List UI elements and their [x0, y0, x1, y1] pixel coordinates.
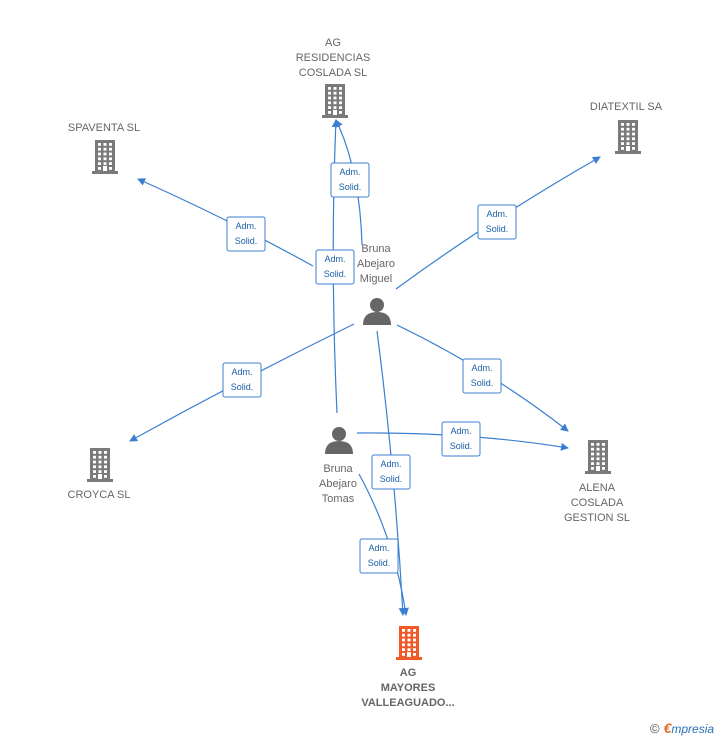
person-icon — [363, 298, 391, 325]
building-icon — [92, 140, 118, 174]
empresia-logo-initial: € — [663, 720, 672, 736]
edge-label-line: Adm. — [380, 459, 401, 469]
node-label: ALENA — [579, 482, 616, 494]
node-label: GESTION SL — [564, 512, 630, 524]
node-label: Abejaro — [357, 258, 395, 270]
node-alena[interactable]: ALENA COSLADA GESTION SL — [564, 440, 630, 524]
edge-label-line: Solid. — [486, 224, 509, 234]
edge-label-adm-solid[interactable]: Adm. Solid. — [330, 162, 370, 198]
node-spaventa[interactable]: SPAVENTA SL — [68, 122, 140, 174]
edge-label-adm-solid[interactable]: Adm. Solid. — [477, 204, 517, 240]
edge-label-line: Solid. — [339, 182, 362, 192]
edge-label-adm-solid[interactable]: Adm. Solid. — [441, 421, 481, 457]
edge-label-line: Adm. — [471, 363, 492, 373]
edge-label-line: Solid. — [450, 441, 473, 451]
node-ag-mayores[interactable]: AG MAYORES VALLEAGUADO... — [361, 626, 455, 709]
edge-label-line: Solid. — [324, 269, 347, 279]
building-icon — [322, 84, 348, 118]
building-icon — [615, 120, 641, 154]
edge-label-line: Solid. — [235, 236, 258, 246]
edge-label-box — [359, 538, 399, 574]
edge-label-adm-solid[interactable]: Adm. Solid. — [315, 249, 355, 285]
edge-label-adm-solid[interactable]: Adm. Solid. — [222, 362, 262, 398]
node-label: VALLEAGUADO... — [361, 697, 454, 709]
edge-label-adm-solid[interactable]: Adm. Solid. — [462, 358, 502, 394]
node-label: DIATEXTIL SA — [590, 101, 663, 113]
edge-bruna_miguel-to-spaventa — [137, 178, 314, 267]
node-label: MAYORES — [381, 682, 436, 694]
node-diatextil[interactable]: DIATEXTIL SA — [590, 101, 663, 154]
node-croyca[interactable]: CROYCA SL — [68, 448, 131, 501]
edge-label-box — [462, 358, 502, 394]
building-icon — [585, 440, 611, 474]
node-label: CROYCA SL — [68, 489, 131, 501]
node-label: Miguel — [360, 273, 392, 285]
edge-label-box — [441, 421, 481, 457]
edge-label-line: Solid. — [368, 558, 391, 568]
building-icon — [87, 448, 113, 482]
node-label: Tomas — [322, 493, 355, 505]
edge-label-line: Adm. — [231, 367, 252, 377]
node-label: COSLADA — [571, 497, 624, 509]
node-label: SPAVENTA SL — [68, 122, 140, 134]
node-label: AG — [325, 37, 341, 49]
edge-label-box — [330, 162, 370, 198]
edge-label-box — [222, 362, 262, 398]
edge-label-box — [477, 204, 517, 240]
building-icon — [396, 626, 422, 660]
edge-label-line: Solid. — [380, 474, 403, 484]
edge-label-line: Adm. — [324, 254, 345, 264]
edge-label-line: Solid. — [231, 382, 254, 392]
nodes-layer: AG RESIDENCIAS COSLADA SL SPAVENTA SL DIATEX… — [68, 37, 663, 709]
node-label: AG — [400, 667, 417, 679]
edge-label-line: Adm. — [368, 543, 389, 553]
edge-label-line: Adm. — [235, 221, 256, 231]
edge-label-line: Solid. — [471, 378, 494, 388]
edge-labels-layer: Adm. Solid. Adm. Solid. Adm. Solid. Adm. Solid.… — [222, 162, 517, 574]
edge-label-box — [315, 249, 355, 285]
edge-label-adm-solid[interactable]: Adm. Solid. — [359, 538, 399, 574]
empresia-logo-text: mpresia — [671, 722, 715, 736]
node-label: Bruna — [361, 243, 391, 255]
copyright-footer: ©€mpresia — [650, 720, 714, 736]
edge-label-line: Adm. — [339, 167, 360, 177]
edge-label-adm-solid[interactable]: Adm. Solid. — [371, 454, 411, 490]
node-label: COSLADA SL — [299, 67, 367, 79]
edge-label-line: Adm. — [450, 426, 471, 436]
edge-label-adm-solid[interactable]: Adm. Solid. — [226, 216, 266, 252]
person-icon — [325, 427, 353, 454]
copyright-icon: © — [650, 721, 660, 736]
edge-label-box — [226, 216, 266, 252]
node-label: RESIDENCIAS — [296, 52, 371, 64]
edge-label-line: Adm. — [486, 209, 507, 219]
node-label: Abejaro — [319, 478, 357, 490]
node-label: Bruna — [323, 463, 353, 475]
edge-label-box — [371, 454, 411, 490]
node-ag-residencias[interactable]: AG RESIDENCIAS COSLADA SL — [296, 37, 371, 118]
